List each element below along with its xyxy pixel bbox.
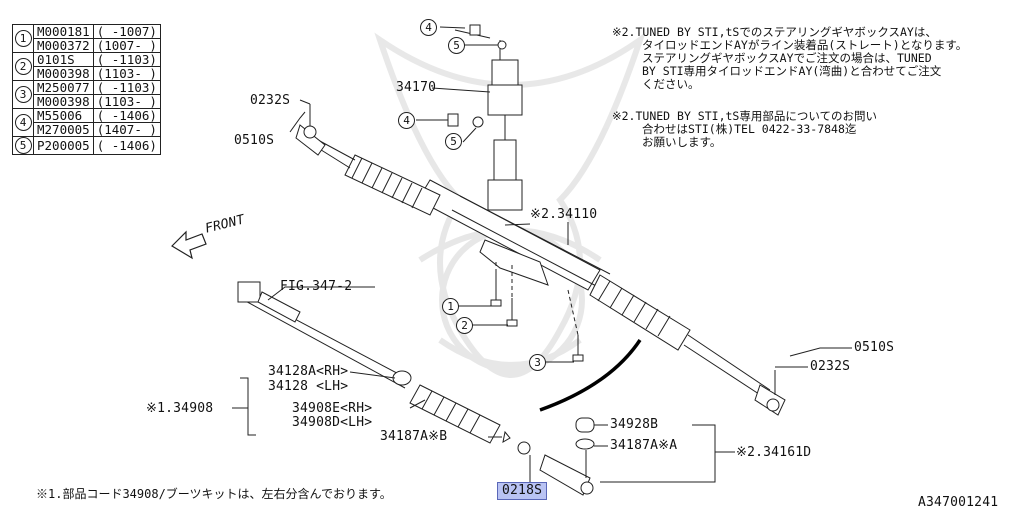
bolt-4a: [454, 24, 491, 39]
label-34908d[interactable]: 34908D<LH>: [292, 415, 373, 430]
callout-3[interactable]: 3: [529, 354, 546, 371]
callout-1[interactable]: 1: [442, 298, 459, 315]
row-number: 4: [12, 108, 34, 137]
label-34128[interactable]: 34128 <LH>: [268, 379, 349, 394]
note-sti-contact: ※2.TUNED BY STI,tS専用部品についてのお問い 合わせはSTI(株…: [612, 110, 877, 149]
part-code: M270005: [33, 122, 94, 137]
front-arrow: [171, 230, 207, 260]
note-line: お願いします。: [642, 135, 722, 149]
callout-5-top[interactable]: 5: [448, 37, 465, 54]
callout-2[interactable]: 2: [456, 317, 473, 334]
part-range: ( -1007): [92, 24, 161, 39]
nut-0218s: [517, 441, 531, 455]
label-0218s[interactable]: 0218S: [497, 482, 548, 500]
note-sti-gearbox: ※2.TUNED BY STI,tSでのステアリングギヤボックスAYは、 タイロ…: [612, 26, 967, 91]
lower-boot: [409, 384, 501, 444]
leader-lines: [232, 26, 852, 484]
table-row: M270005(1407- ): [13, 122, 161, 137]
part-range: (1103- ): [92, 94, 161, 109]
footer-note: ※1.部品コード34908/ブーツキットは、左右分含んでおります。: [36, 487, 392, 501]
part-range: ( -1103): [92, 80, 161, 95]
cap-34928b: [575, 417, 595, 433]
label-34908[interactable]: ※1.34908: [146, 401, 214, 416]
pinion-column: [487, 40, 523, 211]
part-range: (1407- ): [92, 122, 161, 137]
part-code: M55006: [33, 108, 94, 123]
diagram-code: A347001241: [918, 495, 999, 510]
label-34110[interactable]: ※2.34110: [530, 207, 598, 222]
callout-5-mid[interactable]: 5: [445, 133, 462, 150]
label-0510s-top[interactable]: 0510S: [234, 133, 275, 148]
bolt-4b: [420, 113, 459, 127]
washer-5a: [497, 40, 507, 50]
part-range: (1103- ): [92, 66, 161, 81]
label-34908e[interactable]: 34908E<RH>: [292, 401, 373, 416]
part-code: M250077: [33, 80, 94, 95]
part-range: (1007- ): [92, 38, 161, 53]
part-range: ( -1406): [92, 108, 161, 123]
ring-34187aa: [575, 438, 595, 450]
boot-clip: [392, 370, 412, 386]
curve-indicator: [539, 339, 642, 412]
right-tie-rod: [683, 334, 771, 399]
lower-tie-rod-end: [539, 454, 591, 496]
row-number: 3: [12, 80, 34, 109]
bolt-3: [572, 335, 584, 362]
left-tie-rod: [317, 139, 356, 169]
right-boot: [589, 274, 691, 351]
label-0510s-right[interactable]: 0510S: [854, 340, 895, 355]
label-34128a[interactable]: 34128A<RH>: [268, 364, 349, 379]
note-line: ※2.TUNED BY STI,tS専用部品についてのお問い: [612, 109, 877, 123]
mounting-bracket: [479, 239, 549, 286]
note-line: BY STI専用タイロッドエンドAY(湾曲)と合わせてご注文: [642, 64, 942, 78]
callout-4-top[interactable]: 4: [420, 19, 437, 36]
note-line: ※2.TUNED BY STI,tSでのステアリングギヤボックスAYは、: [612, 25, 937, 39]
label-34161d[interactable]: ※2.34161D: [736, 445, 812, 460]
part-code: M000398: [33, 66, 94, 81]
table-row: M000398(1103- ): [13, 94, 161, 109]
part-code: 0101S: [33, 52, 94, 67]
washer-5b: [472, 116, 484, 128]
left-boot: [344, 154, 441, 216]
note-line: ください。: [642, 77, 700, 91]
part-range: ( -1103): [92, 52, 161, 67]
note-line: タイロッドエンドAYがライン装着品(ストレート)となります。: [642, 38, 968, 52]
row-number: 5: [12, 136, 34, 155]
label-0232s-top[interactable]: 0232S: [250, 93, 291, 108]
label-0232s-right[interactable]: 0232S: [810, 359, 851, 374]
label-fig-347-2[interactable]: FIG.347-2: [280, 279, 353, 294]
part-range: ( -1406): [92, 136, 161, 155]
part-code: M000181: [33, 24, 94, 39]
callout-4-mid[interactable]: 4: [398, 112, 415, 129]
note-line: ステアリングギヤボックスAYでご注文の場合は、TUNED: [642, 51, 932, 65]
note-line: 合わせはSTI(株)TEL 0422-33-7848迄: [642, 122, 857, 136]
label-34928b[interactable]: 34928B: [610, 417, 659, 432]
row-number: 2: [12, 52, 34, 81]
table-row: M000372(1007- ): [13, 38, 161, 53]
label-34170[interactable]: 34170: [396, 80, 437, 95]
part-code: M000398: [33, 94, 94, 109]
row-number: 1: [12, 24, 34, 53]
table-row: M000398(1103- ): [13, 66, 161, 81]
bolt-2: [506, 298, 518, 327]
label-34187aa[interactable]: 34187A※A: [610, 438, 678, 453]
part-code: P200005: [33, 136, 94, 155]
part-code: M000372: [33, 38, 94, 53]
label-34187ab[interactable]: 34187A※B: [380, 429, 448, 444]
